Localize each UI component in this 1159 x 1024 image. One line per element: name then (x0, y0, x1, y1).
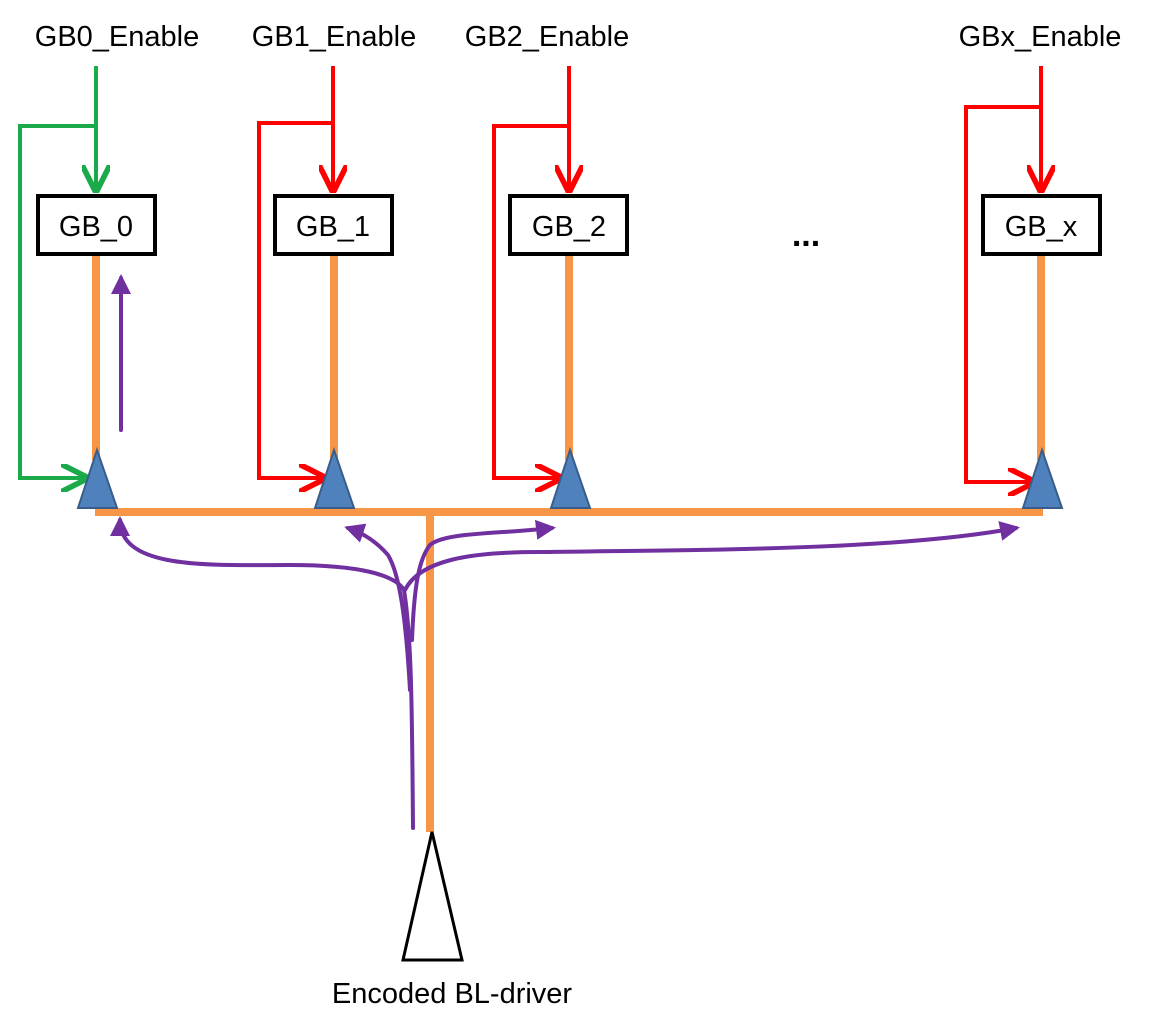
gb-x-box: GB_x (981, 194, 1102, 256)
path-to-gb2 (410, 519, 556, 642)
gb1-enable-wire (257, 66, 333, 478)
gb2-enable-label: GB2_Enable (465, 21, 629, 53)
gb2-enable-wire (492, 66, 569, 478)
gb-0-label: GB_0 (59, 211, 133, 243)
gb1-buffer-icon (313, 446, 356, 509)
bitline-network (92, 256, 1045, 832)
gb2-buffer-icon (549, 446, 592, 509)
gb-2-label: GB_2 (532, 211, 606, 243)
path-to-gb0 (110, 516, 415, 830)
gbx-enable-label: GBx_Enable (959, 21, 1122, 53)
ellipsis: ... (792, 216, 820, 254)
gbx-buffer-icon (1021, 446, 1064, 509)
gb0-enable-label: GB0_Enable (35, 21, 199, 53)
signal-paths (110, 274, 1020, 830)
path-to-gbx (403, 521, 1020, 592)
gb-1-box: GB_1 (273, 194, 394, 256)
gb-0-box: GB_0 (36, 194, 157, 256)
gb-x-label: GB_x (1005, 211, 1078, 243)
path-to-gb1 (344, 523, 412, 692)
gb0-enable-wire (18, 66, 96, 478)
gb0-buffer-icon (76, 446, 119, 509)
gb-1-label: GB_1 (296, 211, 370, 243)
driver-triangle-icon (401, 831, 464, 962)
gb1-enable-label: GB1_Enable (252, 21, 416, 53)
gb-2-box: GB_2 (508, 194, 629, 256)
gbx-enable-wire (964, 66, 1041, 482)
buffers (76, 446, 1064, 509)
driver-label: Encoded BL-driver (332, 978, 573, 1010)
